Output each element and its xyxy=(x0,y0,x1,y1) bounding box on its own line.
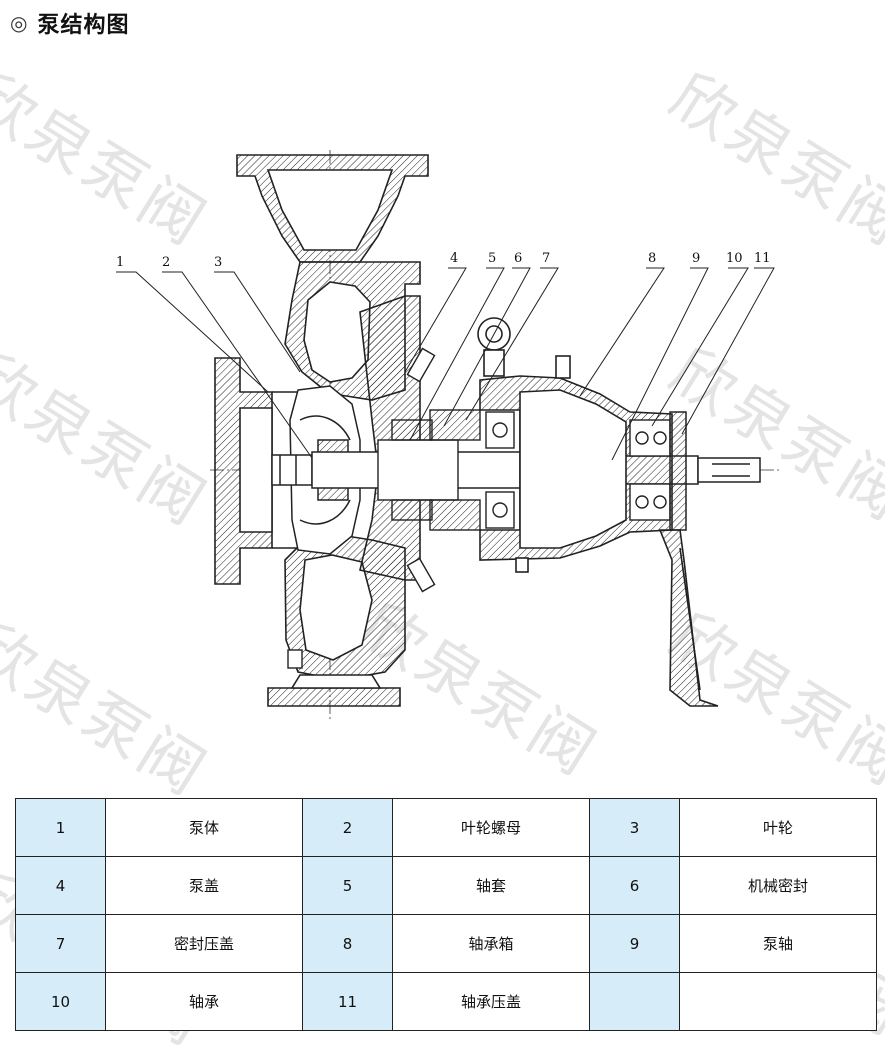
part-number: 10 xyxy=(15,972,106,1031)
support-bracket xyxy=(658,529,719,707)
part-number: 2 xyxy=(302,798,393,857)
callout-label: 10 xyxy=(726,251,743,266)
callout-label: 9 xyxy=(692,251,700,266)
table-row: 10 轴承 11 轴承压盖 xyxy=(15,972,877,1031)
discharge-nozzle xyxy=(236,154,429,263)
pump-casing xyxy=(284,261,421,681)
pump-foot xyxy=(267,674,401,707)
parts-table: 1 泵体 2 叶轮螺母 3 叶轮 4 泵盖 5 轴套 6 机械密封 7 密封压盖… xyxy=(15,798,877,1031)
callout-label: 7 xyxy=(542,251,550,266)
part-number: 9 xyxy=(589,914,680,973)
bearing-housing xyxy=(479,355,673,573)
part-number: 11 xyxy=(302,972,393,1031)
part-number: 5 xyxy=(302,856,393,915)
part-number: 3 xyxy=(589,798,680,857)
page-header: ◎ 泵结构图 xyxy=(10,8,129,38)
callout-label: 1 xyxy=(116,255,124,270)
bearing xyxy=(485,411,671,529)
table-row: 7 密封压盖 8 轴承箱 9 泵轴 xyxy=(15,914,877,973)
callout-label: 3 xyxy=(214,255,222,270)
callout-label: 6 xyxy=(514,251,522,266)
leader-lines xyxy=(116,267,775,461)
callout-label: 2 xyxy=(162,255,170,270)
part-number: 8 xyxy=(302,914,393,973)
pipe-fittings xyxy=(287,347,436,669)
part-name: 泵轴 xyxy=(679,914,877,973)
part-number xyxy=(589,972,680,1031)
lifting-eye xyxy=(477,317,511,377)
table-row: 1 泵体 2 叶轮螺母 3 叶轮 xyxy=(15,798,877,857)
callout-label: 5 xyxy=(488,251,496,266)
part-name: 轴承压盖 xyxy=(392,972,590,1031)
table-row: 4 泵盖 5 轴套 6 机械密封 xyxy=(15,856,877,915)
part-name xyxy=(679,972,877,1031)
circle-marker-icon: ◎ xyxy=(10,11,28,35)
callout-label: 8 xyxy=(648,251,656,266)
part-name: 叶轮 xyxy=(679,798,877,857)
pump-structure-drawing: 1 2 3 4 5 6 7 8 9 10 11 xyxy=(116,150,780,720)
part-name: 泵体 xyxy=(105,798,303,857)
part-name: 密封压盖 xyxy=(105,914,303,973)
part-name: 泵盖 xyxy=(105,856,303,915)
page-title: 泵结构图 xyxy=(37,13,130,38)
part-name: 轴承箱 xyxy=(392,914,590,973)
callout-label: 11 xyxy=(754,251,771,266)
shaft-sleeve-and-seal xyxy=(377,409,481,531)
callout-numbers: 1 2 3 4 5 6 7 8 9 10 11 xyxy=(116,251,771,270)
bearing-cover xyxy=(669,411,687,531)
part-name: 机械密封 xyxy=(679,856,877,915)
part-name: 轴承 xyxy=(105,972,303,1031)
part-name: 叶轮螺母 xyxy=(392,798,590,857)
part-number: 6 xyxy=(589,856,680,915)
suction-flange xyxy=(214,357,300,585)
impeller-nut xyxy=(271,454,313,486)
part-number: 7 xyxy=(15,914,106,973)
part-number: 1 xyxy=(15,798,106,857)
part-name: 轴套 xyxy=(392,856,590,915)
callout-label: 4 xyxy=(450,251,458,266)
part-number: 4 xyxy=(15,856,106,915)
